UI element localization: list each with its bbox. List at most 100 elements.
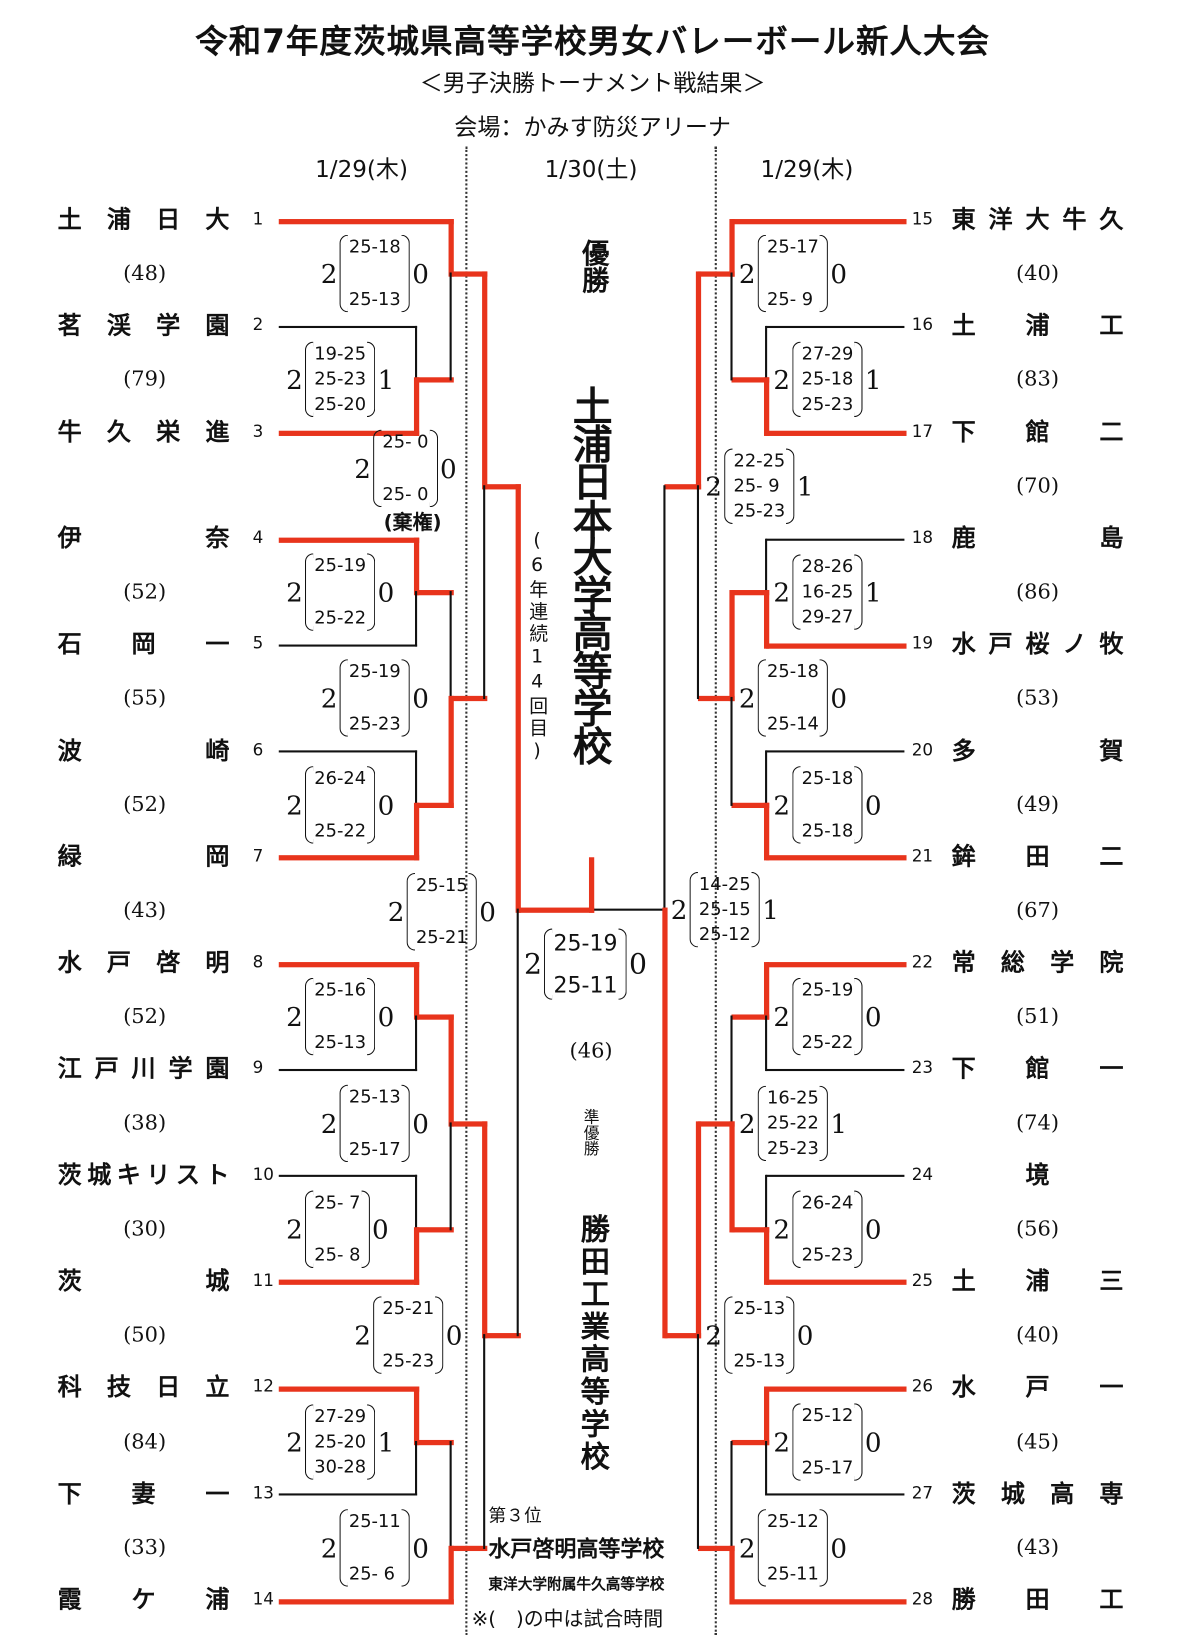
winner-sets-won: 2 [773,364,791,395]
set-score: 25-18 [801,768,854,790]
team-seed: 22 [911,951,934,972]
set-score: 25-22 [314,607,367,629]
bracket-line [415,1174,418,1231]
winner-line [515,483,521,913]
brace-left [304,977,314,1056]
winner-sets-won: 2 [387,896,405,927]
team-seed: 14 [252,1588,274,1609]
winner-line [450,1120,487,1127]
brace-right [786,1296,795,1374]
team-seed: 27 [911,1482,934,1503]
winner-line [450,270,487,277]
winner-line [766,1279,906,1285]
brace-left [372,429,382,508]
loser-sets-won: 0 [440,453,457,484]
brace-right [786,448,795,524]
winner-sets-won: 2 [738,258,756,289]
team-seed: 10 [252,1164,274,1184]
match-time: (52) [123,578,167,604]
winner-sets-won: 2 [705,1319,722,1351]
brace-right [751,871,761,948]
bracket-line [516,908,519,1337]
winner-sets-won: 2 [354,1319,371,1351]
team-name: 多賀 [951,737,1126,765]
winner-line [517,907,594,913]
set-score: 27-29 [801,343,854,365]
loser-sets-won: 0 [445,1319,463,1351]
set-score: 25-12 [767,1511,819,1533]
set-score: 25-22 [767,1112,819,1134]
winner-line [731,589,769,595]
winner-line [728,589,735,701]
loser-sets-won: 0 [796,1319,814,1351]
set-score: 25-20 [314,1431,367,1453]
team-name: 下館二 [951,418,1126,447]
bracket-line [696,1334,700,1549]
set-score: 26-24 [314,768,367,790]
bracket-line [766,750,905,753]
team-name: 石岡一 [57,631,232,659]
bracket-line [449,272,452,381]
set-score: 25-12 [698,924,751,946]
match-time: (56) [1016,1215,1060,1241]
team-seed: 20 [911,739,934,760]
winner-line [697,270,735,277]
brace-right [468,872,478,951]
match-time: (51) [1016,1002,1060,1029]
set-score: 25-23 [801,394,854,416]
match-time: (40) [1016,1321,1060,1347]
team-name: 江戸川学園 [57,1055,232,1083]
brace-left [304,341,314,418]
brace-left [372,1296,382,1374]
winner-line [763,1385,769,1445]
team-name: 勝田工 [951,1586,1126,1614]
winner-line [416,802,454,808]
loser-sets-won: 0 [412,1532,429,1564]
team-seed: 2 [252,314,264,335]
winner-line [413,961,419,1020]
brace-left [304,1190,314,1269]
bracket-line [483,485,486,700]
winner-line [766,430,906,436]
winner-line [448,218,454,277]
brace-left [339,234,348,313]
loser-sets-won: 0 [377,789,395,821]
brace-left [724,448,733,524]
brace-left [792,977,801,1056]
match-time: (74) [1016,1109,1060,1135]
winner-sets-won: 2 [670,894,688,925]
bracket-line [766,1068,905,1072]
winner-line [766,1385,906,1392]
loser-sets-won: 1 [377,1426,395,1458]
winner-line [695,270,701,489]
team-seed: 28 [911,1588,934,1609]
winner-line [731,218,906,224]
team-name: 伊奈 [57,524,232,553]
set-score: 25-16 [314,979,367,1001]
match-time: (43) [123,897,167,923]
bracket-line [415,325,418,381]
winner-line [413,376,419,436]
winner-sets-won: 2 [773,576,791,608]
brace-right [401,659,411,737]
brace-left [724,1296,733,1374]
set-score: 25-13 [348,289,401,311]
team-seed: 1 [252,208,264,229]
brace-right [401,1509,411,1587]
team-seed: 17 [911,420,934,441]
set-score: 25- 0 [382,431,429,453]
brace-right [854,1190,863,1269]
match-time: (55) [123,684,167,710]
match-time: (52) [123,1002,167,1029]
